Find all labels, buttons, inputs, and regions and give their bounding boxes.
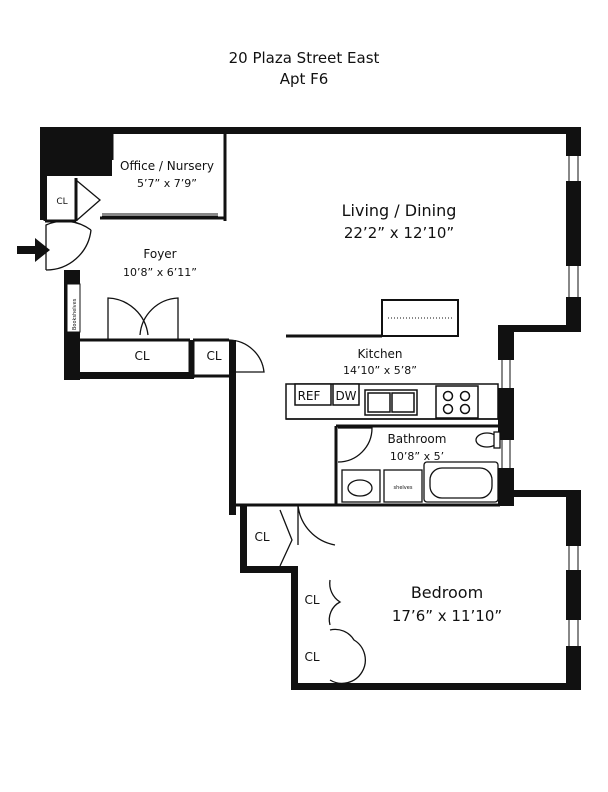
address-title: 20 Plaza Street East (229, 49, 380, 67)
bathroom-name: Bathroom (388, 432, 447, 446)
shelves-label: shelves (394, 485, 413, 491)
closet-labels: CL CL CL CL CL CL (56, 197, 319, 664)
entry-arrow-icon (17, 238, 50, 262)
closet-label-hall: CL (254, 530, 269, 544)
closet-label-bedroom-1: CL (304, 593, 319, 607)
closet-label-office: CL (56, 197, 67, 207)
windows (501, 156, 579, 646)
sliding-door (102, 213, 218, 217)
closet-label-foyer: CL (134, 349, 149, 363)
kitchen-name: Kitchen (357, 347, 402, 361)
interior-walls (43, 133, 500, 507)
kitchen-counter (285, 383, 499, 420)
bookshelves: Bookshelves (66, 283, 81, 333)
unit-subtitle: Apt F6 (280, 70, 329, 88)
foyer-name: Foyer (143, 247, 176, 261)
closet-label-bedroom-2: CL (304, 650, 319, 664)
foyer-dims: 10’8” x 6’11” (123, 266, 197, 279)
bar-counter (381, 299, 459, 337)
office-dims: 5’7” x 7’9” (137, 177, 197, 190)
office-name: Office / Nursery (120, 159, 214, 173)
living-dining-name: Living / Dining (342, 201, 457, 220)
living-dining-dims: 22’2” x 12’10” (344, 224, 454, 242)
dishwasher-label: DW (335, 389, 356, 403)
bedroom-name: Bedroom (411, 583, 483, 602)
bathroom-fixtures (341, 431, 501, 503)
kitchen-dims: 14’10” x 5’8” (343, 364, 417, 377)
bedroom-dims: 17’6” x 11’10” (392, 607, 502, 625)
exterior-walls (40, 127, 581, 690)
bathroom-dims: 10’8” x 5’ (390, 450, 444, 463)
svg-text:Bookshelves: Bookshelves (72, 298, 78, 330)
closet-label-small: CL (206, 349, 221, 363)
door-swings (45, 179, 373, 684)
refrigerator-label: REF (298, 389, 321, 403)
